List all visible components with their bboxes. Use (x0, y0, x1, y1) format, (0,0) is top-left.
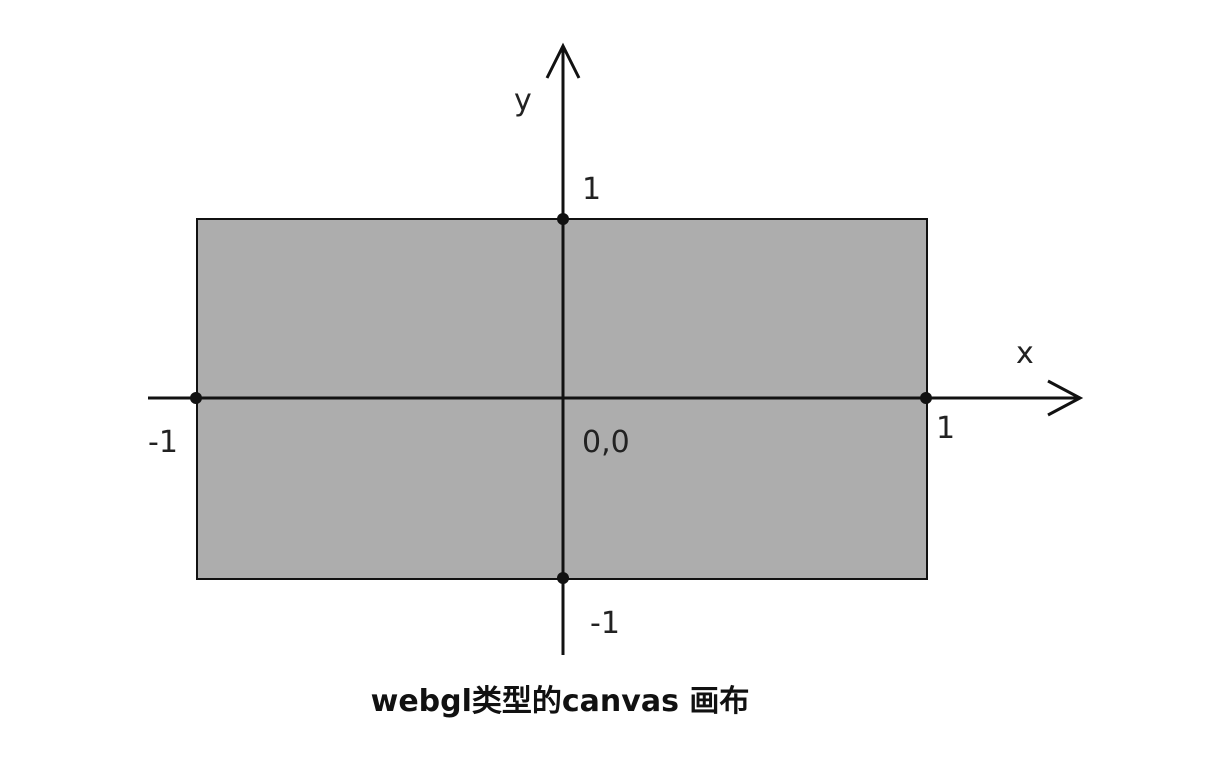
x-axis-label: x (1016, 336, 1034, 371)
y-axis-label: y (514, 83, 532, 118)
x-right-label: 1 (936, 411, 955, 446)
point-y-bottom (557, 572, 569, 584)
point-y-top (557, 213, 569, 225)
x-axis-arrowhead (1047, 379, 1084, 417)
point-x-right (920, 392, 932, 404)
diagram-caption: webgl类型的canvas 画布 (371, 684, 750, 719)
origin-label: 0,0 (582, 425, 630, 460)
point-x-left (190, 392, 202, 404)
y-bottom-label: -1 (590, 606, 620, 641)
y-top-label: 1 (582, 172, 601, 207)
y-axis-arrowhead (545, 42, 581, 79)
x-left-label: -1 (148, 425, 178, 460)
